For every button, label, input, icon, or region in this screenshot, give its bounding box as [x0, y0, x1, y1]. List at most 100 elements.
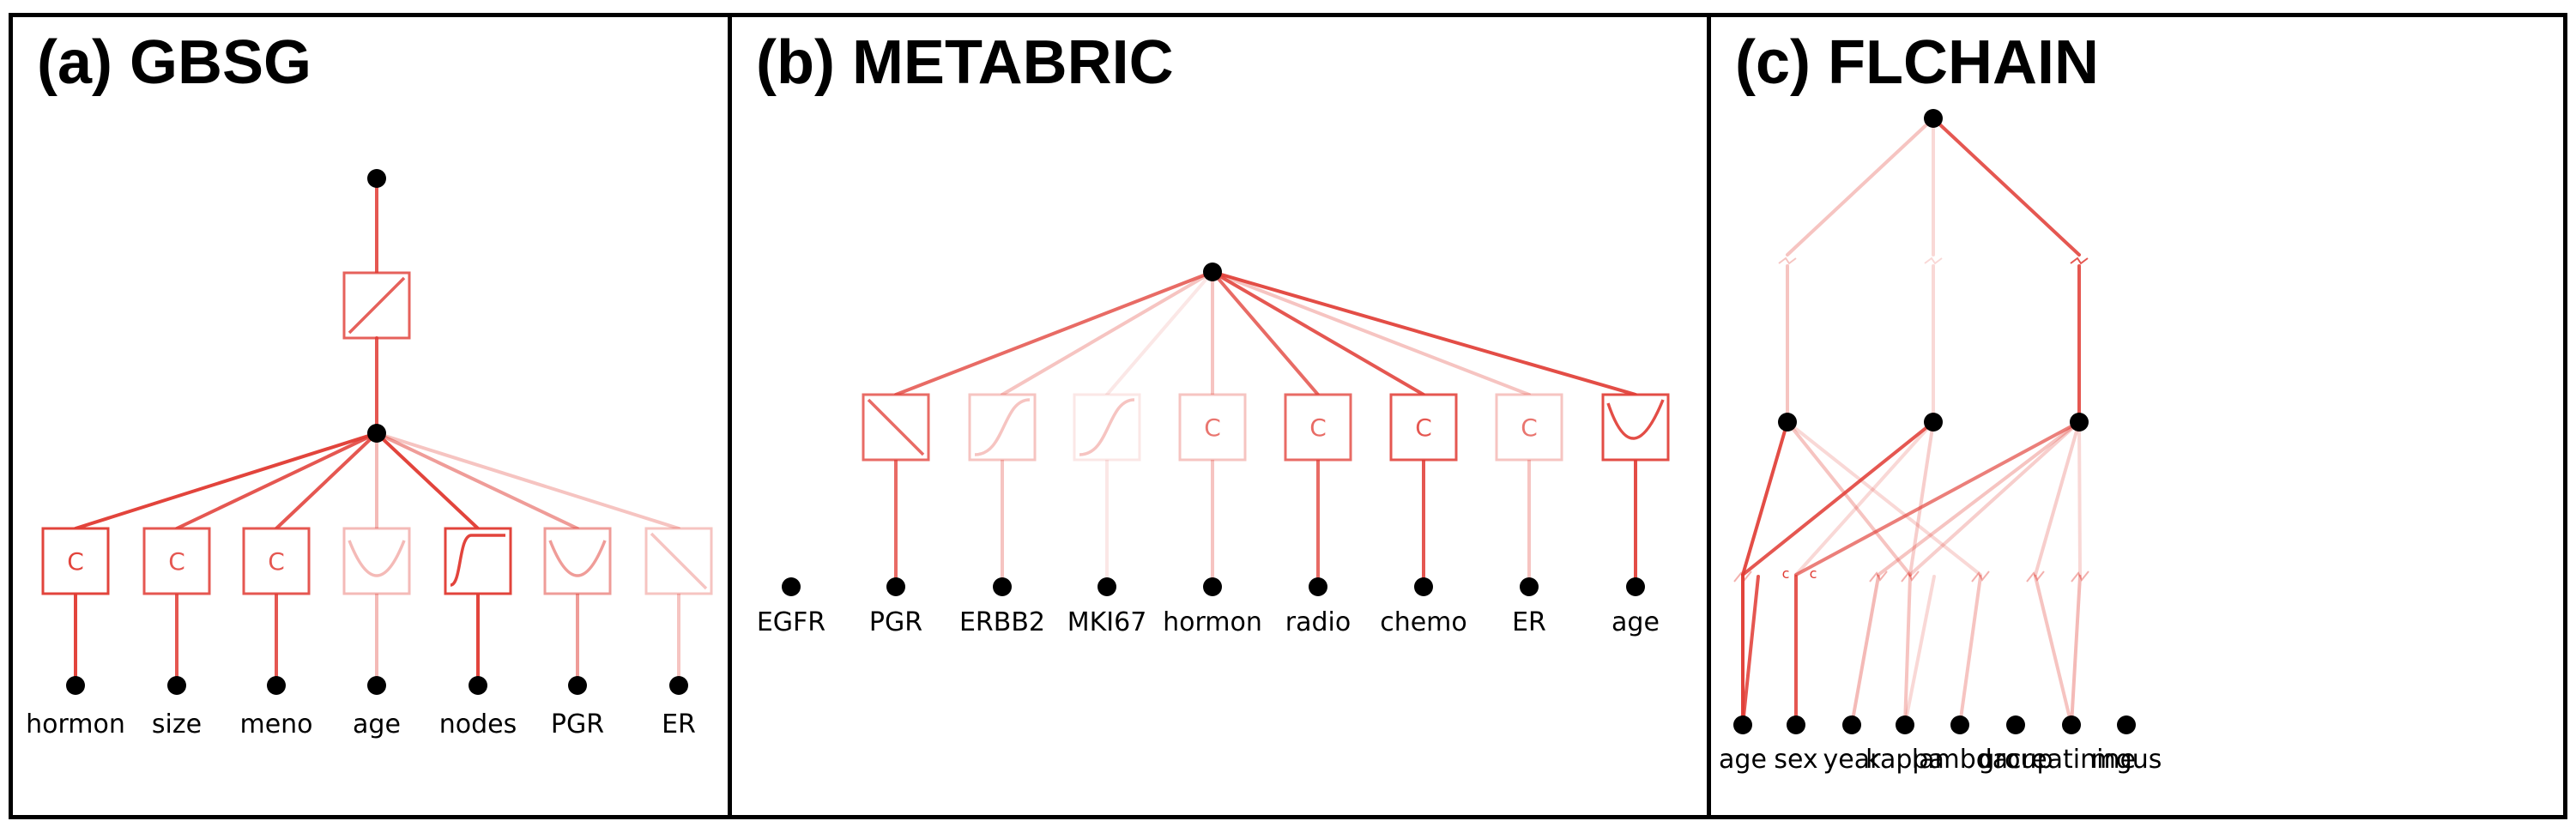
- step-curve: [450, 534, 505, 587]
- node: [2062, 715, 2081, 734]
- feature-label: PGR: [551, 709, 604, 739]
- transform-box: C: [242, 527, 311, 595]
- edge: [74, 432, 378, 530]
- categorical-label: C: [1309, 414, 1327, 442]
- box-frame: [1495, 393, 1563, 462]
- edge: [1877, 420, 2081, 576]
- edge: [1741, 420, 1935, 576]
- feature-label: hormon: [26, 709, 125, 739]
- edge: [1903, 575, 1912, 727]
- diagonal-down-curve: [867, 398, 925, 456]
- diagonal-up-curve: [348, 276, 406, 335]
- feature-label: ER: [662, 709, 696, 739]
- feature-label: chemo: [1380, 607, 1467, 637]
- node: [993, 577, 1012, 596]
- connector-glyph: [1924, 257, 1943, 265]
- edge: [1908, 420, 2081, 576]
- transform-box: [543, 527, 612, 595]
- node: [1520, 577, 1539, 596]
- feature-label: sex: [1774, 745, 1817, 775]
- node: [1309, 577, 1327, 596]
- box-frame: [644, 527, 713, 595]
- edge: [1211, 270, 1531, 396]
- transform-box: C: [142, 527, 211, 595]
- panel-title-gbsg: (a) GBSG: [37, 28, 312, 97]
- categorical-label: C: [168, 547, 185, 576]
- box-frame: [1389, 393, 1458, 462]
- edge: [375, 432, 480, 530]
- feature-label: ER: [1512, 607, 1546, 637]
- transform-box: [1601, 393, 1670, 462]
- node: [66, 676, 85, 695]
- connector-glyph: [2071, 570, 2089, 583]
- box-frame: [41, 527, 110, 595]
- edge: [1211, 270, 1637, 396]
- node: [1924, 413, 1943, 432]
- feature-label: size: [152, 709, 202, 739]
- node: [1842, 715, 1861, 734]
- sigmoid-curve: [1079, 398, 1135, 456]
- node: [568, 676, 587, 695]
- edge: [2034, 575, 2073, 727]
- edge: [1211, 270, 1425, 396]
- edge: [2034, 420, 2081, 576]
- categorical-label: C: [1415, 414, 1432, 442]
- edge: [175, 432, 378, 530]
- edge: [1786, 420, 1912, 576]
- transform-box: [644, 527, 713, 595]
- feature-label: MKI67: [1067, 607, 1147, 637]
- node: [367, 424, 386, 443]
- edge: [1001, 270, 1214, 396]
- panel-title-flchain: (c) FLCHAIN: [1735, 28, 2099, 97]
- diagonal-down-curve: [650, 532, 708, 590]
- edge: [375, 432, 579, 530]
- feature-label: group: [1978, 745, 2053, 775]
- box-frame: [142, 527, 211, 595]
- feature-label: year: [1823, 745, 1882, 775]
- box-frame: [543, 527, 612, 595]
- edge: [1850, 575, 1880, 727]
- connector-glyph: [1778, 257, 1797, 265]
- feature-label: age: [1719, 745, 1767, 775]
- feature-label: lambda: [1912, 745, 2008, 775]
- feature-label: creatinine: [2007, 745, 2136, 775]
- node: [2117, 715, 2136, 734]
- categorical-label: C: [67, 547, 84, 576]
- box-frame: [342, 527, 411, 595]
- node: [1414, 577, 1433, 596]
- panel-title-metabric: (b) METABRIC: [756, 28, 1174, 97]
- feature-label: radio: [1285, 607, 1351, 637]
- box-frame: [968, 393, 1037, 462]
- box-frame: [1178, 393, 1247, 462]
- feature-label: hormon: [1163, 607, 1262, 637]
- node: [782, 577, 801, 596]
- node: [367, 676, 386, 695]
- node: [2006, 715, 2025, 734]
- feature-label: meno: [239, 709, 312, 739]
- node: [2070, 413, 2089, 432]
- connector-glyph: [1901, 570, 1920, 583]
- edge: [2077, 420, 2082, 576]
- edge: [1794, 420, 2081, 576]
- node: [1098, 577, 1116, 596]
- transform-box: C: [1284, 393, 1352, 462]
- edge: [1794, 420, 1935, 576]
- transform-box: [1073, 393, 1141, 462]
- edge: [1958, 575, 1982, 727]
- u-shape-curve: [548, 540, 607, 577]
- edge: [1741, 575, 1760, 727]
- categorical-label: C: [1521, 414, 1538, 442]
- categorical-label: C: [268, 547, 285, 576]
- feature-label: ERBB2: [959, 607, 1045, 637]
- edge: [375, 432, 680, 530]
- feature-label: EGFR: [757, 607, 825, 637]
- transform-box: [342, 271, 411, 340]
- u-curve-curve: [1606, 399, 1665, 440]
- node: [1733, 715, 1752, 734]
- transform-box: [342, 527, 411, 595]
- node: [1787, 715, 1805, 734]
- node: [267, 676, 286, 695]
- node: [1950, 715, 1969, 734]
